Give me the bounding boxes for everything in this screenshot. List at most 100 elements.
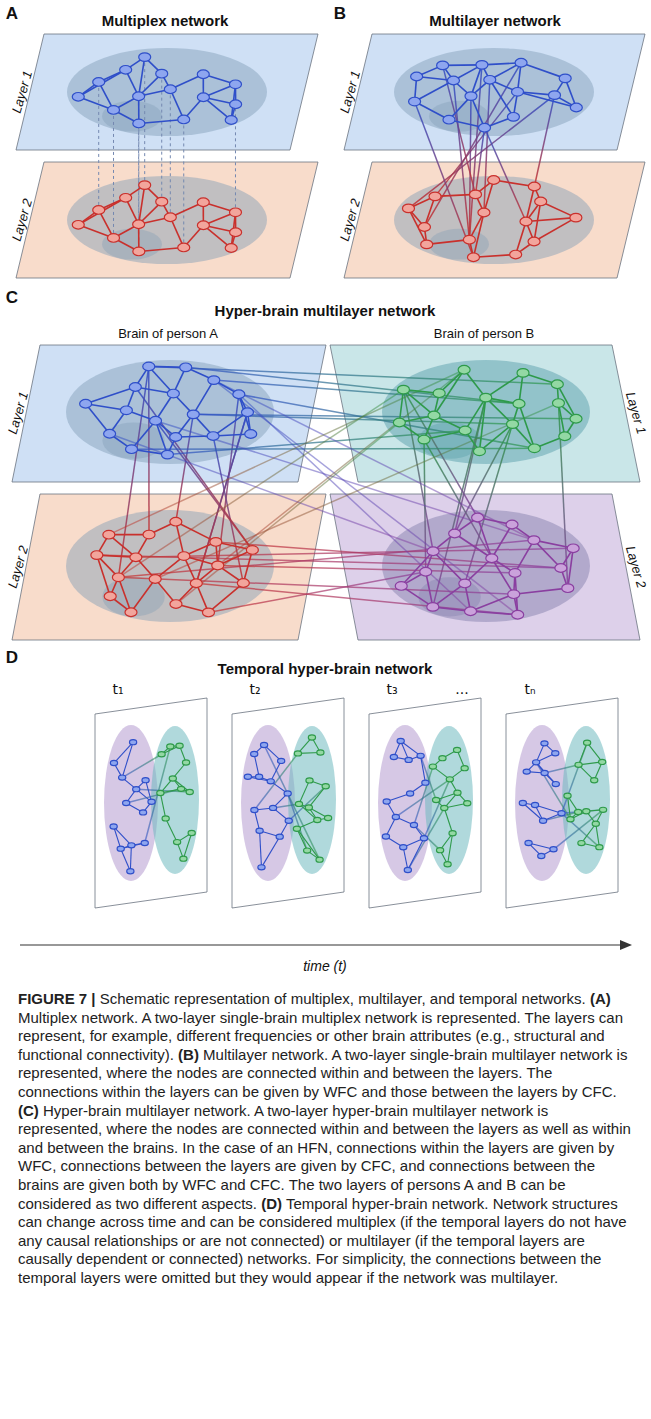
network-node bbox=[251, 807, 258, 812]
network-node bbox=[208, 376, 220, 385]
network-node bbox=[478, 208, 490, 217]
layer-plane bbox=[344, 34, 645, 150]
network-node bbox=[285, 818, 292, 823]
network-edge bbox=[297, 829, 307, 851]
network-node bbox=[531, 802, 538, 807]
multiplex-link bbox=[183, 119, 184, 247]
network-node bbox=[229, 208, 241, 217]
interlayer-edge bbox=[176, 422, 399, 604]
panel-letter: C bbox=[6, 288, 18, 308]
network-node bbox=[591, 778, 598, 783]
network-node bbox=[559, 432, 571, 441]
network-edge bbox=[471, 611, 518, 614]
network-node bbox=[187, 410, 199, 419]
network-edge bbox=[309, 786, 326, 807]
interlayer-edge bbox=[562, 813, 600, 847]
network-node bbox=[465, 607, 477, 616]
panel-title: Hyper-brain multilayer network bbox=[215, 302, 436, 319]
network-node bbox=[508, 590, 520, 599]
network-edge bbox=[118, 577, 131, 612]
network-node bbox=[110, 824, 117, 829]
network-edge bbox=[166, 818, 177, 842]
network-node bbox=[599, 759, 606, 764]
network-edge bbox=[433, 551, 465, 583]
network-edge bbox=[156, 421, 168, 455]
network-node bbox=[93, 78, 105, 87]
network-edge bbox=[471, 594, 514, 611]
network-edge bbox=[426, 572, 433, 607]
panel-letter: A bbox=[6, 4, 18, 24]
network-node bbox=[404, 867, 411, 872]
network-node bbox=[133, 92, 145, 101]
network-node bbox=[251, 751, 258, 756]
network-edge bbox=[473, 212, 483, 257]
network-node bbox=[80, 399, 92, 408]
network-node bbox=[104, 429, 116, 438]
network-node bbox=[393, 418, 405, 427]
network-edge bbox=[176, 522, 184, 556]
network-node bbox=[316, 857, 323, 862]
network-node bbox=[126, 445, 138, 454]
network-node bbox=[197, 198, 209, 207]
network-node bbox=[476, 61, 488, 70]
network-node bbox=[592, 821, 599, 826]
layer-plane bbox=[16, 162, 318, 278]
network-node bbox=[441, 805, 448, 810]
network-node bbox=[515, 58, 527, 67]
network-node bbox=[119, 775, 126, 780]
network-node bbox=[148, 799, 155, 804]
interlayer-edge bbox=[453, 80, 469, 239]
interlayer-edge bbox=[414, 767, 433, 825]
network-node bbox=[421, 240, 433, 249]
network-edge bbox=[534, 218, 576, 242]
network-node bbox=[436, 848, 443, 853]
network-node bbox=[143, 362, 155, 371]
interlayer-edge bbox=[415, 102, 474, 258]
network-edge bbox=[492, 525, 512, 559]
network-node bbox=[210, 538, 222, 547]
network-node bbox=[528, 536, 540, 545]
network-node bbox=[570, 103, 582, 112]
network-node bbox=[449, 529, 461, 538]
interlayer-edge bbox=[208, 572, 425, 613]
network-node bbox=[305, 805, 312, 810]
network-node bbox=[176, 743, 183, 748]
network-node bbox=[583, 809, 590, 814]
network-node bbox=[464, 801, 471, 806]
network-node bbox=[110, 760, 117, 765]
network-node bbox=[230, 228, 242, 237]
network-edge bbox=[455, 534, 492, 559]
network-node bbox=[128, 843, 135, 848]
time-axis bbox=[20, 944, 622, 945]
network-node bbox=[197, 70, 209, 79]
network-edge bbox=[132, 421, 156, 449]
network-node bbox=[246, 546, 258, 555]
network-node bbox=[454, 790, 461, 795]
network-edge bbox=[403, 390, 434, 416]
network-node bbox=[439, 756, 446, 761]
network-edge bbox=[581, 824, 595, 843]
network-node bbox=[458, 365, 470, 374]
network-node bbox=[293, 826, 300, 831]
network-node bbox=[120, 406, 132, 415]
interlayer-edge bbox=[414, 825, 440, 850]
network-edge bbox=[521, 63, 565, 79]
network-edge bbox=[519, 404, 534, 449]
multiplex-link bbox=[98, 82, 99, 210]
network-edge bbox=[139, 185, 145, 224]
network-edge bbox=[271, 761, 281, 781]
interlayer-edge bbox=[485, 128, 526, 222]
network-node bbox=[230, 100, 242, 109]
interlayer-edge bbox=[156, 421, 253, 550]
network-node bbox=[427, 603, 439, 612]
network-node bbox=[130, 553, 142, 562]
network-edge bbox=[596, 824, 600, 847]
network-edge bbox=[297, 829, 320, 860]
network-node bbox=[229, 80, 241, 89]
network-node bbox=[541, 770, 548, 775]
network-node bbox=[429, 764, 436, 769]
network-edge bbox=[518, 92, 577, 108]
network-node bbox=[322, 784, 329, 789]
network-node bbox=[127, 869, 134, 874]
panel-letter: B bbox=[334, 4, 346, 24]
